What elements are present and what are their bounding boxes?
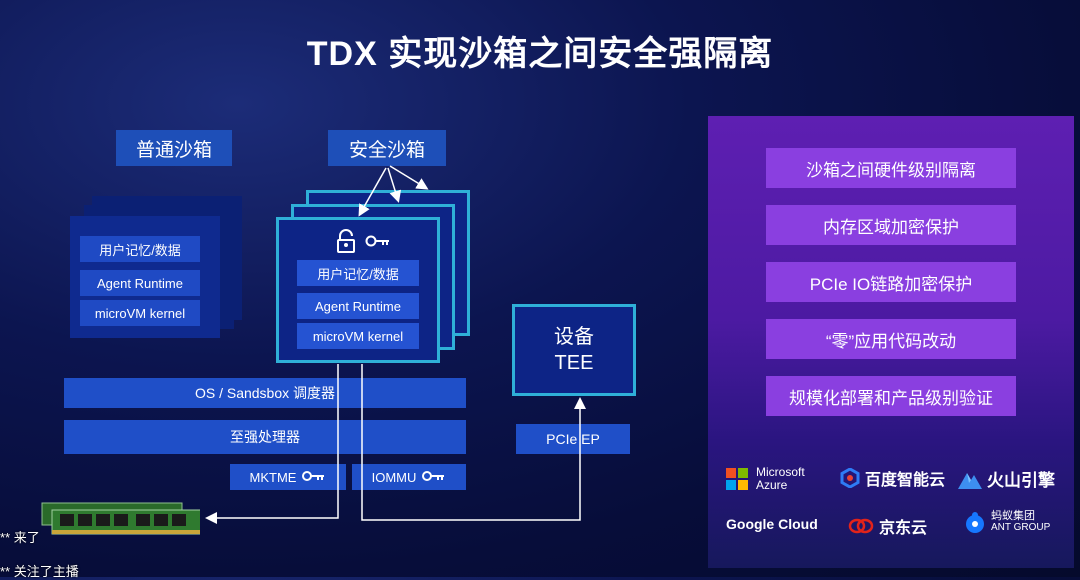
microsoft-icon (726, 468, 748, 490)
baidu-cloud-logo: 百度智能云 (840, 466, 945, 490)
standard-item-memory: 用户记忆/数据 (80, 236, 200, 262)
microsoft-line2: Azure (756, 478, 788, 492)
secure-item-memory: 用户记忆/数据 (297, 260, 419, 286)
chat-message-1: ** 来了 (0, 530, 40, 545)
feature-3: PCIe IO链路加密保护 (766, 262, 1016, 302)
xeon-processor-bar: 至强处理器 (64, 420, 466, 454)
lock-icon (335, 229, 357, 258)
baidu-cloud-icon (840, 468, 860, 488)
line-to-device-tee (361, 364, 586, 521)
standard-item-runtime: Agent Runtime (80, 270, 200, 296)
volcano-engine-logo: 火山引擎 (958, 466, 1055, 491)
ant-group-logo: 蚂蚁集团 ANT GROUP (964, 510, 1050, 534)
jd-cloud-icon (848, 518, 874, 534)
mktme-label: MKTME (249, 469, 297, 485)
device-tee-line2: TEE (554, 352, 594, 374)
iommu-label: IOMMU (371, 469, 417, 485)
key-icon (365, 234, 391, 253)
ant-icon (966, 512, 984, 533)
secure-item-runtime: Agent Runtime (297, 293, 419, 319)
iommu-bar: IOMMU (352, 464, 466, 490)
volcano-engine-text: 火山引擎 (987, 471, 1055, 490)
chat-message-2: ** 关注了主播 (0, 564, 79, 579)
google-cloud-logo: Google Cloud (726, 516, 818, 534)
ant-line1: 蚂蚁集团 (991, 510, 1035, 522)
memory-module-icon (40, 501, 203, 542)
feature-2: 内存区域加密保护 (766, 205, 1016, 245)
key-icon (422, 470, 446, 485)
line-to-memory (205, 364, 339, 524)
feature-1: 沙箱之间硬件级别隔离 (766, 148, 1016, 188)
secure-sandbox-box: 用户记忆/数据 Agent Runtime microVM kernel (276, 217, 440, 363)
pcie-ep-box: PCIe EP (516, 424, 630, 454)
features-panel: 沙箱之间硬件级别隔离 内存区域加密保护 PCIe IO链路加密保护 “零”应用代… (708, 116, 1074, 568)
google-cloud-text: Google Cloud (726, 516, 818, 532)
arrow-to-sandbox-3 (389, 165, 429, 190)
device-tee-box: 设备 TEE (512, 304, 636, 396)
arrow-to-sandbox-1 (358, 167, 387, 217)
microsoft-line1: Microsoft (756, 465, 805, 479)
device-tee-line1: 设备 (554, 326, 594, 348)
os-scheduler-bar: OS / Sandsbox 调度器 (64, 378, 466, 408)
secure-sandbox-header: 安全沙箱 (328, 130, 446, 166)
ant-line2: ANT GROUP (991, 522, 1051, 533)
page-title: TDX 实现沙箱之间安全强隔离 (306, 35, 774, 73)
key-icon (302, 470, 326, 485)
volcano-icon (958, 472, 982, 489)
standard-item-kernel: microVM kernel (80, 300, 200, 326)
feature-5: 规模化部署和产品级别验证 (766, 376, 1016, 416)
standard-sandbox-box: 用户记忆/数据 Agent Runtime microVM kernel (70, 216, 220, 338)
secure-item-kernel: microVM kernel (297, 323, 419, 349)
feature-4: “零”应用代码改动 (766, 319, 1016, 359)
arrow-to-sandbox-2 (387, 167, 402, 203)
jd-cloud-logo: 京东云 (848, 514, 927, 538)
microsoft-azure-logo: Microsoft Azure (726, 466, 805, 492)
connection-lines (205, 165, 586, 524)
mktme-bar: MKTME (230, 464, 346, 490)
jd-cloud-text: 京东云 (879, 520, 928, 537)
baidu-cloud-text: 百度智能云 (865, 472, 946, 489)
standard-sandbox-header: 普通沙箱 (116, 130, 232, 166)
